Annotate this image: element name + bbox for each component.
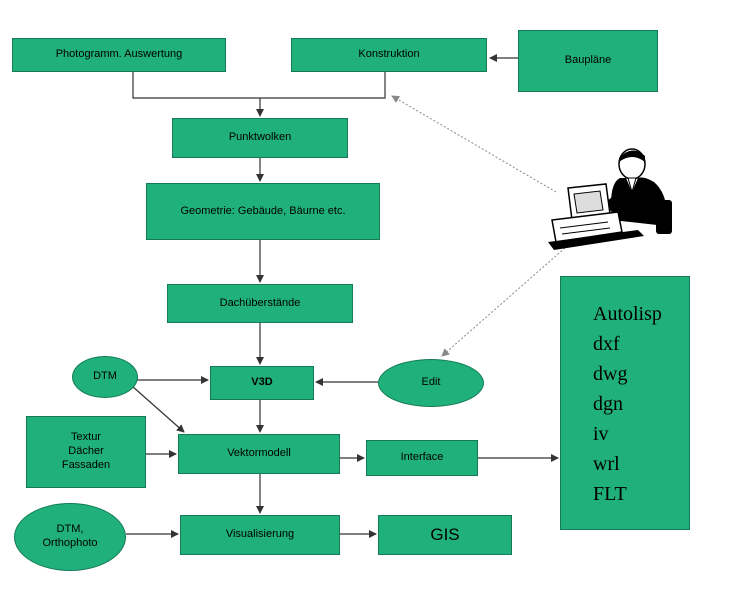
node-geometrie: Geometrie: Gebäude, Bäurne etc. (146, 183, 380, 240)
format-wrl: wrl (593, 453, 620, 475)
node-punktwolken: Punktwolken (172, 118, 348, 158)
node-gis: GIS (378, 515, 512, 555)
dashed-arrow-person-to-edit (441, 239, 575, 357)
format-dxf: dxf (593, 333, 620, 355)
node-vektormodell: Vektormodell (178, 434, 340, 474)
dashed-arrow-person-to-konstruktion (391, 95, 557, 193)
person-at-computer-icon (548, 148, 672, 250)
node-photogramm: Photogramm. Auswertung (12, 38, 226, 72)
node-visualisierung: Visualisierung (180, 515, 340, 555)
format-dgn: dgn (593, 393, 623, 415)
merge-line (132, 72, 386, 99)
formats-box: Autolisp dxf dwg dgn iv wrl FLT (560, 276, 690, 530)
format-autolisp: Autolisp (593, 303, 662, 325)
format-iv: iv (593, 423, 609, 445)
arrow-dtm-to-vektormodell (131, 385, 185, 433)
format-dwg: dwg (593, 363, 628, 385)
node-dtm: DTM (72, 356, 138, 398)
node-konstruktion: Konstruktion (291, 38, 487, 72)
node-textur: Textur Dächer Fassaden (26, 416, 146, 488)
node-v3d: V3D (210, 366, 314, 400)
node-edit: Edit (378, 359, 484, 407)
node-dachueberstaende: Dachüberstände (167, 284, 353, 323)
node-dtm-orthophoto: DTM, Orthophoto (14, 503, 126, 571)
format-flt: FLT (593, 483, 627, 505)
node-bauplaene: Baupläne (518, 30, 658, 92)
node-interface: Interface (366, 440, 478, 476)
